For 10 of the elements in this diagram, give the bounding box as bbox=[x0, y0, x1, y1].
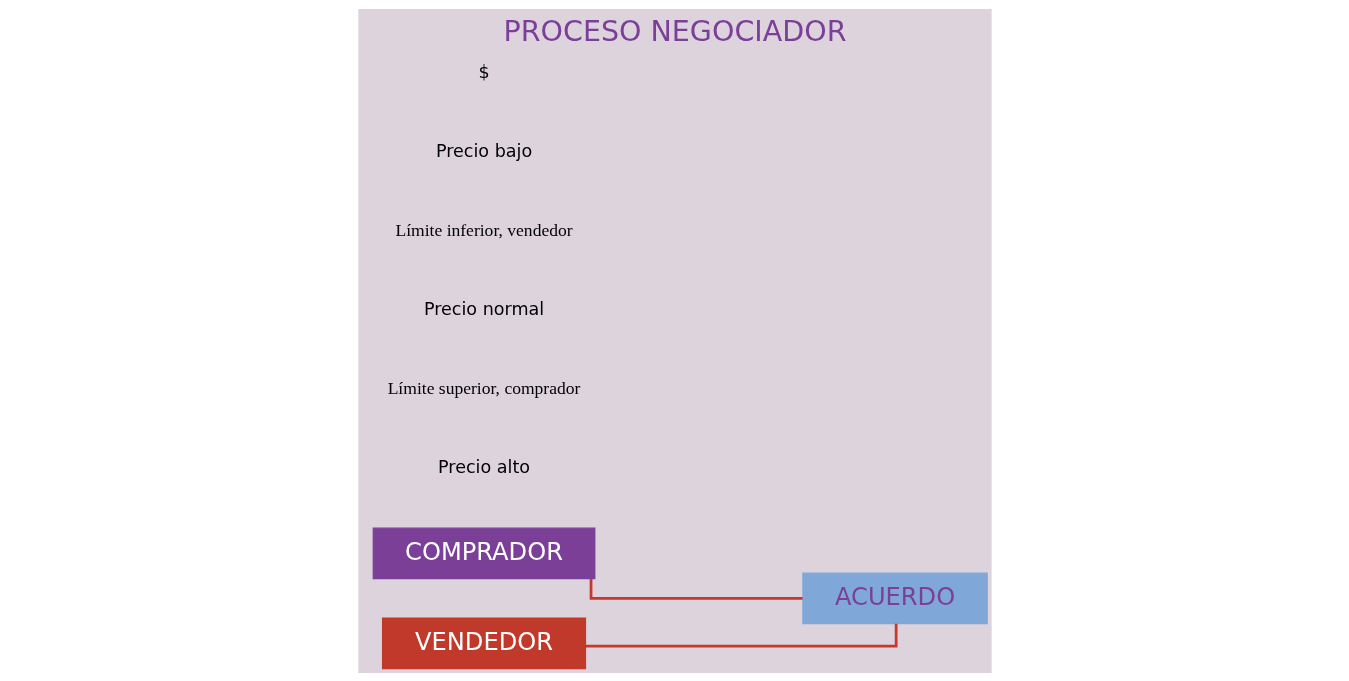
diagram-title: PROCESO NEGOCIADOR bbox=[503, 14, 846, 48]
label: Límite superior, comprador bbox=[387, 377, 580, 398]
label: $ bbox=[477, 61, 490, 82]
label: Precio alto bbox=[437, 456, 530, 477]
label: Límite inferior, vendedor bbox=[394, 219, 573, 240]
label: Precio normal bbox=[423, 298, 544, 319]
node-box: COMPRADOR bbox=[372, 527, 595, 579]
node-box: ACUERDO bbox=[801, 572, 988, 624]
label: Precio bajo bbox=[435, 140, 532, 161]
node-box: VENDEDOR bbox=[381, 617, 586, 669]
